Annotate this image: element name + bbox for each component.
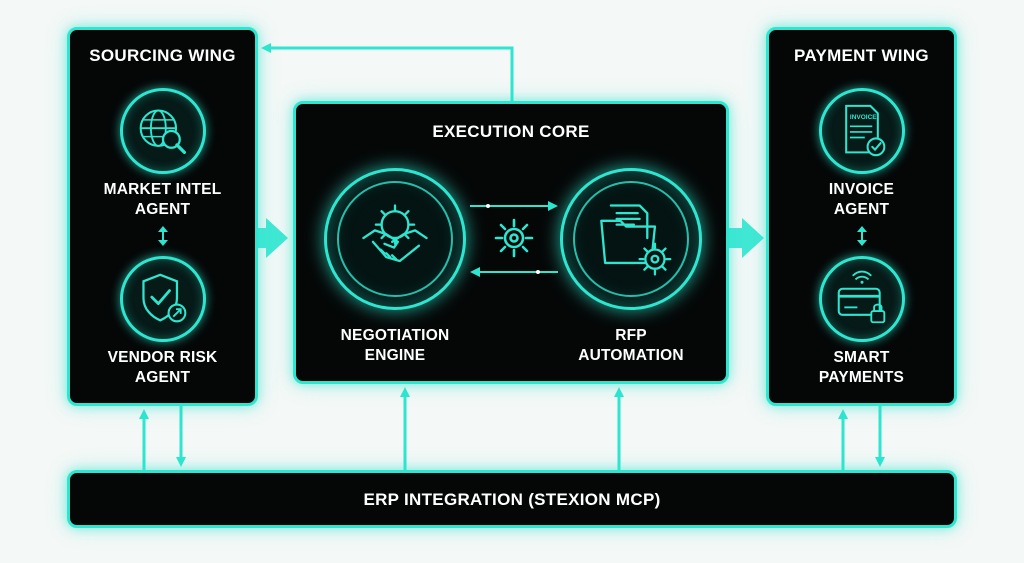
contactless-card-lock-icon	[819, 256, 905, 342]
sourcing-wing-panel: SOURCING WING MARKET INTEL AGENT VENDOR …	[67, 27, 258, 406]
feedback-loop-arrow	[261, 43, 514, 102]
shield-check-icon	[120, 256, 206, 342]
smart-payments-label: SMART PAYMENTS	[818, 349, 905, 386]
execution-core-title: EXECUTION CORE	[432, 122, 590, 141]
folder-gear-icon	[600, 204, 672, 276]
globe-search-icon	[120, 88, 206, 174]
handshake-gear-icon	[362, 204, 428, 263]
payment-wing-title: PAYMENT WING	[794, 46, 929, 65]
vendor-risk-agent-label: VENDOR RISK AGENT	[107, 349, 218, 386]
rfp-automation-label: RFP AUTOMATION	[578, 327, 684, 364]
rfp-automation-ring	[560, 168, 702, 310]
invoice-doc-text: INVOICE	[850, 114, 877, 121]
erp-integration-label: ERP INTEGRATION (STEXION MCP)	[363, 490, 661, 509]
bidirectional-arrow-icon	[158, 226, 168, 246]
market-intel-agent-label: MARKET INTEL AGENT	[103, 181, 222, 218]
sourcing-wing-title: SOURCING WING	[89, 46, 236, 65]
invoice-agent-label: INVOICE AGENT	[828, 181, 895, 218]
negotiation-engine-label: NEGOTIATION ENGINE	[340, 327, 450, 364]
negotiation-engine-ring	[324, 168, 466, 310]
execution-core-panel: EXECUTION CORE	[293, 101, 729, 384]
invoice-check-icon: INVOICE	[819, 88, 905, 174]
erp-integration-bar: ERP INTEGRATION (STEXION MCP)	[67, 470, 957, 528]
exchange-arrows	[470, 201, 558, 277]
payment-wing-panel: PAYMENT WING INVOICE INVOICE AGENT SMART	[766, 27, 957, 406]
gear-icon	[494, 218, 534, 258]
bidirectional-arrow-icon	[857, 226, 867, 246]
